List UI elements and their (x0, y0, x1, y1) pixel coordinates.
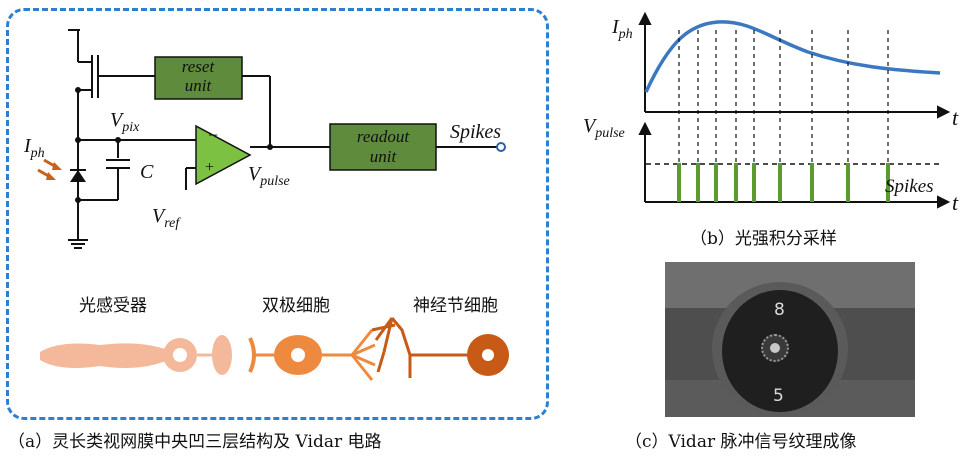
opamp-plus: + (205, 159, 214, 176)
reset-unit-box (154, 56, 243, 100)
spike-guides (678, 30, 889, 162)
panel-a-frame (6, 8, 549, 420)
photoreceptor-terminal-icon (212, 335, 232, 375)
b-iph-label: Iph (611, 16, 633, 42)
photoreceptor-nucleus-icon (173, 348, 187, 362)
disk-hub-icon (761, 334, 789, 362)
b-t-label-bottom: t (952, 190, 959, 215)
b-spikes-label: Spikes (885, 176, 934, 197)
ganglion-nucleus-icon (482, 349, 494, 361)
spikes-terminal-icon (496, 142, 506, 152)
reset-label-1: reset (182, 57, 216, 76)
i-ph-label: Iph (23, 135, 45, 161)
vidar-texture-image: 8 5 (665, 262, 915, 417)
b-vpulse-label: Vpulse (583, 115, 625, 141)
spike-bars (677, 163, 890, 202)
bipolar-dendrite-icon (248, 337, 256, 373)
v-ref-label: Vref (152, 205, 181, 231)
opamp-minus: − (208, 125, 218, 145)
caption-b: （b）光强积分采样 (690, 229, 837, 249)
cell-label-ganglion: 神经节细胞 (413, 296, 498, 316)
caption-c: （c）Vidar 脉冲信号纹理成像 (625, 432, 857, 452)
opamp-icon (195, 124, 252, 186)
reset-label-2: unit (185, 76, 213, 95)
capacitor-label: C (140, 161, 154, 183)
spikes-label: Spikes (450, 121, 501, 143)
disk-digit-bottom: 5 (773, 386, 784, 406)
readout-label-1: readout (357, 127, 411, 146)
cell-label-bipolar: 双极细胞 (262, 296, 330, 316)
photocurrent-curve (644, 20, 941, 93)
ganglion-dendrite-icon (371, 317, 412, 378)
circuit-nodes (75, 87, 273, 203)
photodiode-icon (70, 170, 86, 182)
readout-unit-box (329, 123, 437, 171)
photoreceptor-body-icon (40, 343, 168, 368)
disk-digit-top: 8 (774, 300, 785, 320)
readout-label-2: unit (370, 147, 398, 166)
bipolar-nucleus-icon (291, 348, 305, 362)
cell-label-photoreceptor: 光感受器 (79, 296, 147, 316)
caption-a: （a）灵长类视网膜中央凹三层结构及 Vidar 电路 (8, 432, 382, 452)
v-pulse-label: Vpulse (248, 163, 290, 189)
b-t-label-top: t (952, 105, 959, 130)
bipolar-axon-terminal-icon (350, 329, 376, 381)
v-pix-label: Vpix (110, 109, 140, 135)
